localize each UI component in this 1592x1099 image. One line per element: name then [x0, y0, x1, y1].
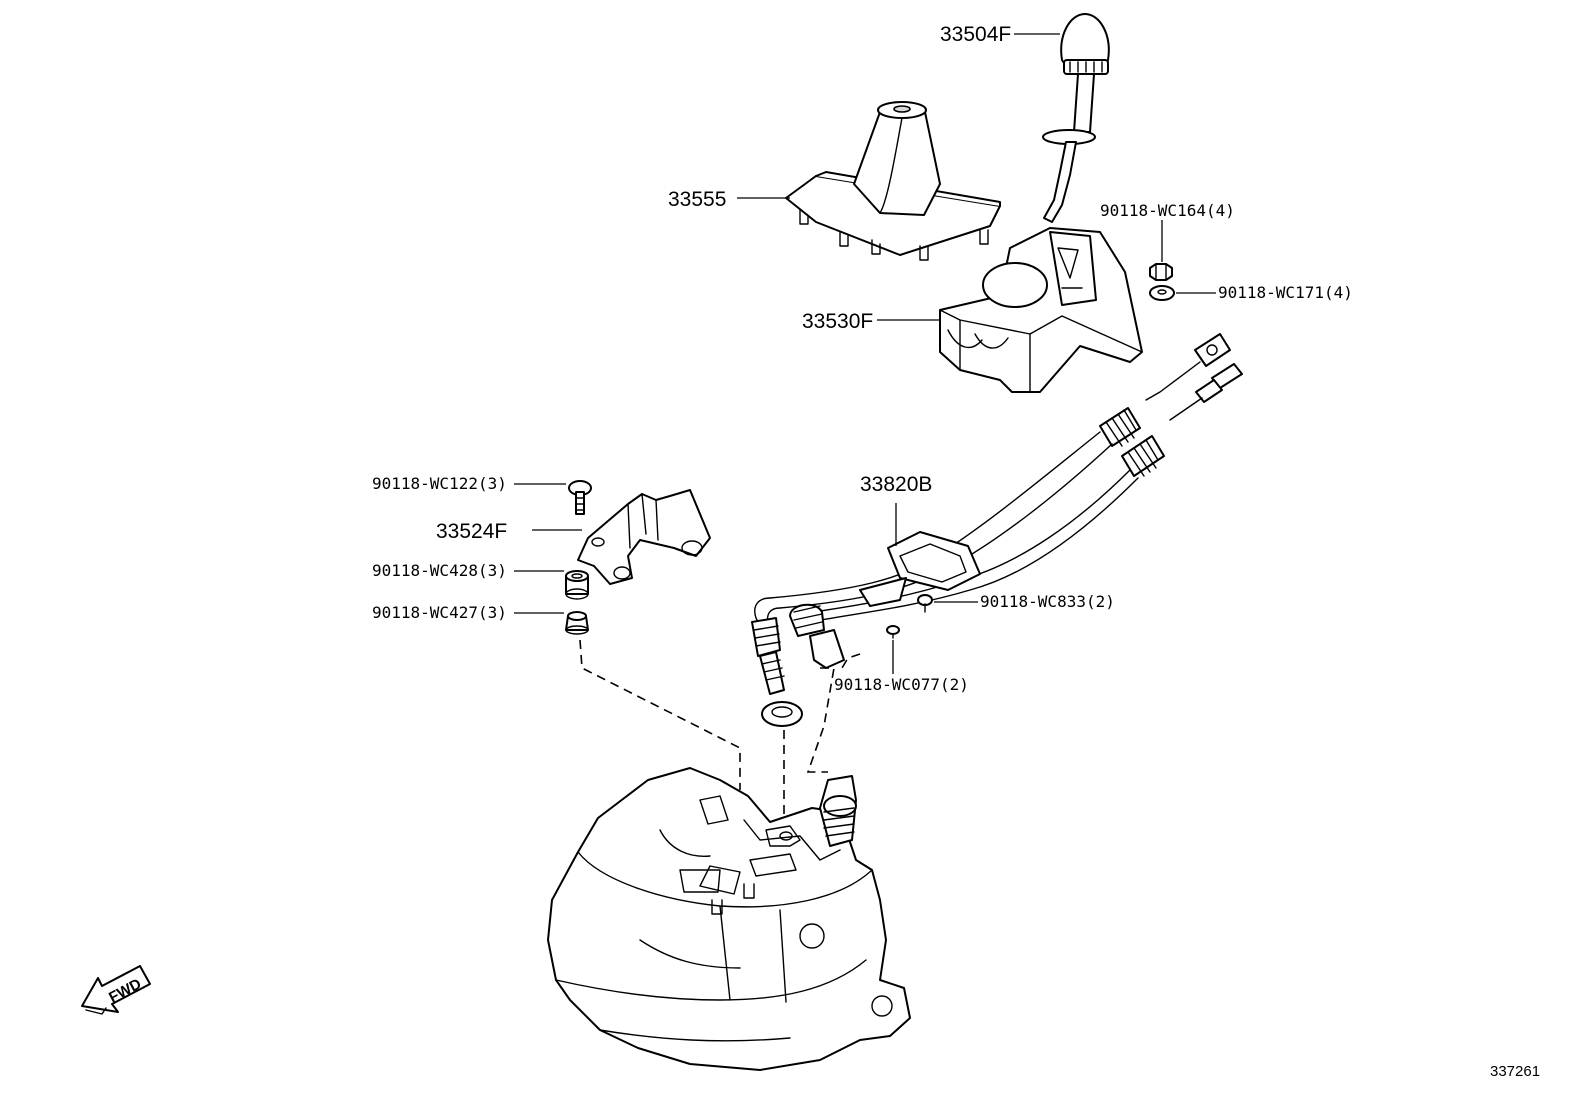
label-33555: 33555 — [668, 188, 726, 211]
transmission — [547, 767, 911, 1071]
label-33820B: 33820B — [860, 473, 932, 496]
label-90118-WC428: 90118-WC428(3) — [372, 561, 507, 580]
bolt-bracket[interactable] — [568, 480, 592, 515]
control-cable[interactable] — [751, 333, 1243, 695]
fwd-arrow-icon: FWD — [81, 965, 151, 1015]
assembly-lines — [579, 639, 861, 830]
collar[interactable] — [565, 611, 589, 635]
nut-upper[interactable] — [1149, 263, 1173, 281]
cable-collar-upper — [1099, 407, 1141, 447]
label-90118-WC171: 90118-WC171(4) — [1218, 283, 1353, 302]
washer-upper[interactable] — [1149, 285, 1175, 301]
cable-end-right — [789, 603, 845, 669]
clip-cable[interactable] — [886, 625, 900, 639]
leader-lines — [514, 33, 1216, 674]
label-33530F: 33530F — [802, 310, 873, 333]
cable-end-left — [751, 617, 785, 695]
shift-boot[interactable] — [785, 101, 1001, 261]
label-90118-WC122: 90118-WC122(3) — [372, 474, 507, 493]
label-90118-WC077: 90118-WC077(2) — [834, 675, 969, 694]
label-90118-WC427: 90118-WC427(3) — [372, 603, 507, 622]
seal-ring — [761, 701, 803, 727]
bushing[interactable] — [565, 570, 589, 600]
label-90118-WC164: 90118-WC164(4) — [1100, 201, 1235, 220]
bolt-cable[interactable] — [917, 594, 933, 613]
label-90118-WC833: 90118-WC833(2) — [980, 592, 1115, 611]
label-33524F: 33524F — [436, 520, 507, 543]
label-33504F: 33504F — [940, 23, 1011, 46]
shift-knob[interactable] — [1060, 13, 1110, 75]
shift-lever-shaft — [1042, 73, 1096, 223]
shift-lever-housing[interactable] — [939, 227, 1143, 393]
bracket[interactable] — [577, 489, 711, 585]
figure-number: 337261 — [1490, 1063, 1540, 1080]
